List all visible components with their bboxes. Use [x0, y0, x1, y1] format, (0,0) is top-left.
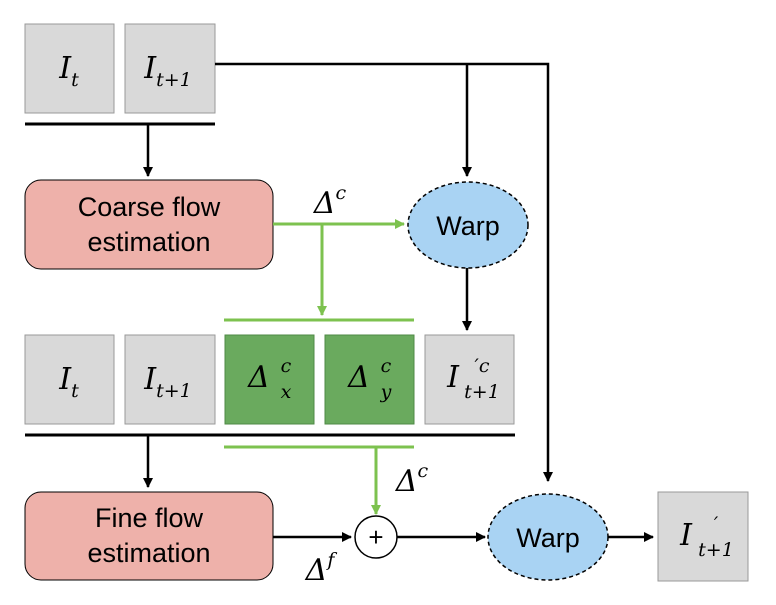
delta-x-box: Δ c x [224, 334, 315, 425]
warp-bottom-ellipse: Warp [487, 493, 609, 581]
svg-text:Δ: Δ [347, 360, 370, 395]
svg-text:I: I [446, 360, 460, 395]
svg-text:t+1: t+1 [698, 539, 734, 561]
warp-top-label: Warp [436, 211, 500, 241]
coarse-flow-line2: estimation [87, 227, 210, 257]
delta-f-label: Δf [305, 549, 338, 588]
svg-text:It: It [58, 51, 79, 91]
svg-text:′c: ′c [475, 355, 490, 377]
delta-c-bottom-label: Δc [395, 460, 429, 499]
svg-text:′: ′ [714, 513, 719, 535]
svg-text:c: c [281, 355, 292, 377]
input-it1-top-base: I [143, 51, 157, 86]
input-it-top-base: I [58, 51, 72, 86]
delta-y-box: Δ c y [324, 334, 415, 425]
svg-text:It: It [58, 362, 79, 402]
svg-text:t+1: t+1 [464, 381, 500, 403]
fine-flow-line1: Fine flow [95, 503, 204, 533]
coarse-flow-estimation-box: Coarse flow estimation [24, 179, 274, 270]
coarse-flow-line1: Coarse flow [78, 192, 221, 222]
input-box-it1-top: It+1 [124, 23, 216, 114]
plus-node: + [354, 515, 398, 559]
output-box: I ′ t+1 [657, 491, 749, 582]
svg-text:c: c [381, 355, 392, 377]
warp-top-ellipse: Warp [407, 181, 529, 269]
svg-text:I: I [679, 518, 693, 553]
svg-text:It+1: It+1 [143, 362, 192, 402]
svg-text:y: y [380, 381, 392, 403]
input-box-it-top: It [24, 23, 115, 114]
svg-text:It+1: It+1 [143, 51, 192, 91]
plus-label: + [368, 522, 383, 552]
input-box-it1-mid: It+1 [124, 334, 216, 425]
svg-text:Δ: Δ [247, 360, 270, 395]
svg-text:x: x [281, 381, 292, 403]
arrow-it1-to-warp-bottom [215, 62, 553, 482]
input-it1-top-sub: t+1 [156, 69, 192, 91]
fine-flow-line2: estimation [87, 538, 210, 568]
delta-c-top-label: Δc [313, 182, 347, 221]
warp-bottom-label: Warp [516, 523, 580, 553]
input-it-top-sub: t [71, 69, 79, 91]
fine-flow-estimation-box: Fine flow estimation [24, 491, 274, 581]
warped-image-box: I ′c t+1 [424, 334, 515, 425]
input-box-it-mid: It [24, 334, 115, 425]
